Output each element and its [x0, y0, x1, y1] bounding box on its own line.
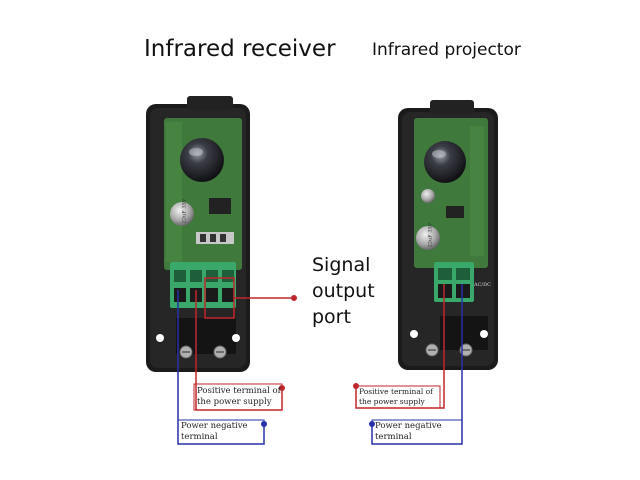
receiver-capacitor — [170, 202, 194, 226]
receiver-top-tab — [187, 96, 233, 110]
projector-negative-line-2: terminal — [375, 432, 412, 442]
projector-lens — [424, 141, 466, 183]
projector-capacitor-marking: 22uF 35V — [427, 222, 434, 248]
projector-capacitor — [416, 226, 440, 250]
projector-top-tab — [430, 100, 474, 114]
projector-positive-line-1: Positive terminal of — [359, 387, 433, 396]
projector-negative-callout-box — [371, 419, 463, 445]
receiver-positive-line-1: Positive terminal of — [197, 386, 281, 396]
receiver-negative-callout-box — [177, 419, 265, 445]
signal-label-line-1: Signal — [312, 254, 371, 276]
receiver-negative-line-2: terminal — [181, 432, 218, 442]
projector-capacitor-small — [421, 189, 435, 203]
projector-terminal-marking: AC/DC — [474, 282, 491, 288]
projector-negative-line-1: Power negative — [375, 421, 442, 431]
signal-output-port-label: Signal output port — [312, 252, 375, 330]
receiver-negative-callout: Power negative terminal — [181, 421, 248, 443]
projector-positive-callout: Positive terminal of the power supply — [359, 387, 433, 407]
receiver-positive-line-2: the power supply — [197, 397, 272, 407]
receiver-device — [146, 96, 250, 372]
projector-negative-callout: Power negative terminal — [375, 421, 442, 443]
receiver-title: Infrared receiver — [144, 36, 336, 62]
signal-label-line-3: port — [312, 306, 351, 328]
receiver-capacitor-marking: 22uF 35V — [181, 198, 188, 224]
receiver-positive-callout-box — [193, 383, 283, 411]
receiver-terminal-block — [170, 262, 236, 308]
receiver-positive-callout: Positive terminal of the power supply — [197, 386, 281, 408]
projector-device — [398, 100, 498, 370]
receiver-lens — [180, 138, 224, 182]
projector-title: Infrared projector — [372, 40, 521, 60]
projector-positive-line-2: the power supply — [359, 397, 425, 406]
projector-positive-callout-box — [355, 385, 441, 409]
receiver-negative-line-1: Power negative — [181, 421, 248, 431]
signal-port-dot — [291, 295, 297, 301]
signal-label-line-2: output — [312, 280, 375, 302]
